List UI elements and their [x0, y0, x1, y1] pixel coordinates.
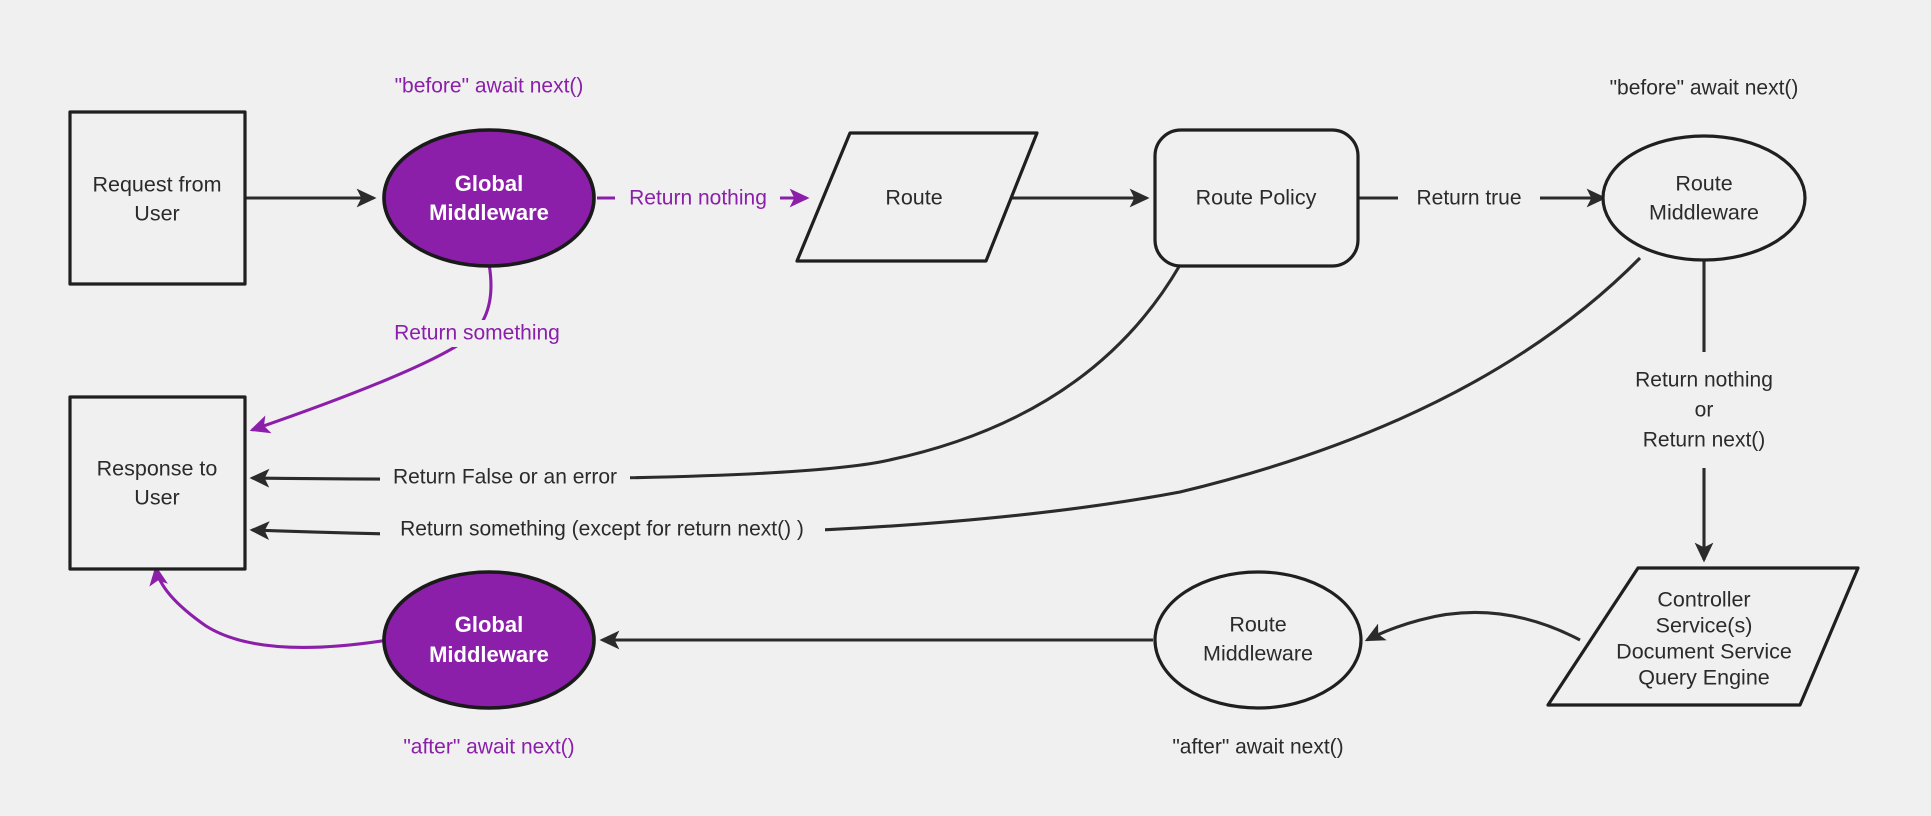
- controller-label-line1: Controller: [1657, 588, 1750, 612]
- global-middleware-bottom-label-line1: Global: [455, 612, 523, 637]
- svg-text:Return something (except for r: Return something (except for return next…: [400, 518, 804, 541]
- svg-text:Return next(): Return next(): [1643, 429, 1766, 452]
- svg-text:Return true: Return true: [1416, 187, 1521, 210]
- route-middleware-bottom-label-line2: Middleware: [1203, 642, 1313, 666]
- route-middleware-top-label-line2: Middleware: [1649, 201, 1759, 225]
- node-controller-services[interactable]: Controller Service(s) Document Service Q…: [1546, 566, 1860, 707]
- node-route[interactable]: Route: [795, 131, 1039, 263]
- route-middleware-top-label-line1: Route: [1675, 172, 1732, 196]
- svg-text:Return False or an error: Return False or an error: [393, 466, 617, 489]
- svg-text:Return nothing: Return nothing: [1635, 369, 1773, 392]
- node-route-policy[interactable]: Route Policy: [1153, 128, 1360, 268]
- route-middleware-bottom-label-line1: Route: [1229, 613, 1286, 637]
- controller-label-line3: Document Service: [1616, 640, 1792, 664]
- edge-label-return-something: Return something: [382, 320, 572, 347]
- edge-controller-to-route-middleware-bottom: [1364, 610, 1581, 642]
- edge-label-return-something-except: Return something (except for return next…: [380, 516, 825, 543]
- edge-label-return-true: Return true: [1398, 185, 1540, 212]
- edge-global-middleware-bottom-to-response: [149, 565, 389, 649]
- edge-global-to-response-return-something: [249, 263, 493, 434]
- response-label-line1: Response to: [97, 457, 218, 481]
- node-route-middleware-bottom[interactable]: Route Middleware: [1153, 570, 1363, 710]
- node-response-to-user[interactable]: Response to User: [68, 395, 247, 571]
- annotation-after-await-next-route: "after" await next(): [1172, 736, 1343, 759]
- edge-route-middleware-to-response-return-something: [249, 256, 1642, 541]
- edge-label-return-nothing: Return nothing: [615, 185, 780, 212]
- response-label-line2: User: [134, 486, 179, 510]
- annotation-before-await-next-route: "before" await next(): [1610, 77, 1799, 100]
- node-route-middleware-top[interactable]: Route Middleware: [1601, 134, 1807, 262]
- node-request-from-user[interactable]: Request from User: [68, 110, 247, 286]
- svg-text:Return nothing: Return nothing: [629, 187, 767, 210]
- edge-label-return-false-or-error: Return False or an error: [380, 465, 630, 492]
- controller-label-line2: Service(s): [1656, 614, 1753, 638]
- global-middleware-top-label-line1: Global: [455, 171, 523, 196]
- svg-text:or: or: [1695, 399, 1714, 422]
- node-global-middleware-bottom[interactable]: Global Middleware: [382, 570, 596, 710]
- route-policy-label: Route Policy: [1196, 186, 1317, 210]
- request-label-line1: Request from: [92, 173, 221, 197]
- controller-label-line4: Query Engine: [1638, 666, 1769, 690]
- global-middleware-top-label-line2: Middleware: [429, 200, 549, 225]
- node-global-middleware-top[interactable]: Global Middleware: [382, 128, 596, 268]
- request-label-line2: User: [134, 202, 179, 226]
- edge-label-route-middleware-output: Return nothing or Return next(): [1612, 363, 1796, 463]
- annotation-before-await-next-global: "before" await next(): [395, 75, 584, 98]
- edge-policy-to-response-false-or-error: [249, 264, 1182, 488]
- annotation-after-await-next-global: "after" await next(): [403, 736, 574, 759]
- svg-text:Return something: Return something: [394, 322, 560, 345]
- global-middleware-bottom-label-line2: Middleware: [429, 642, 549, 667]
- route-label: Route: [885, 186, 942, 210]
